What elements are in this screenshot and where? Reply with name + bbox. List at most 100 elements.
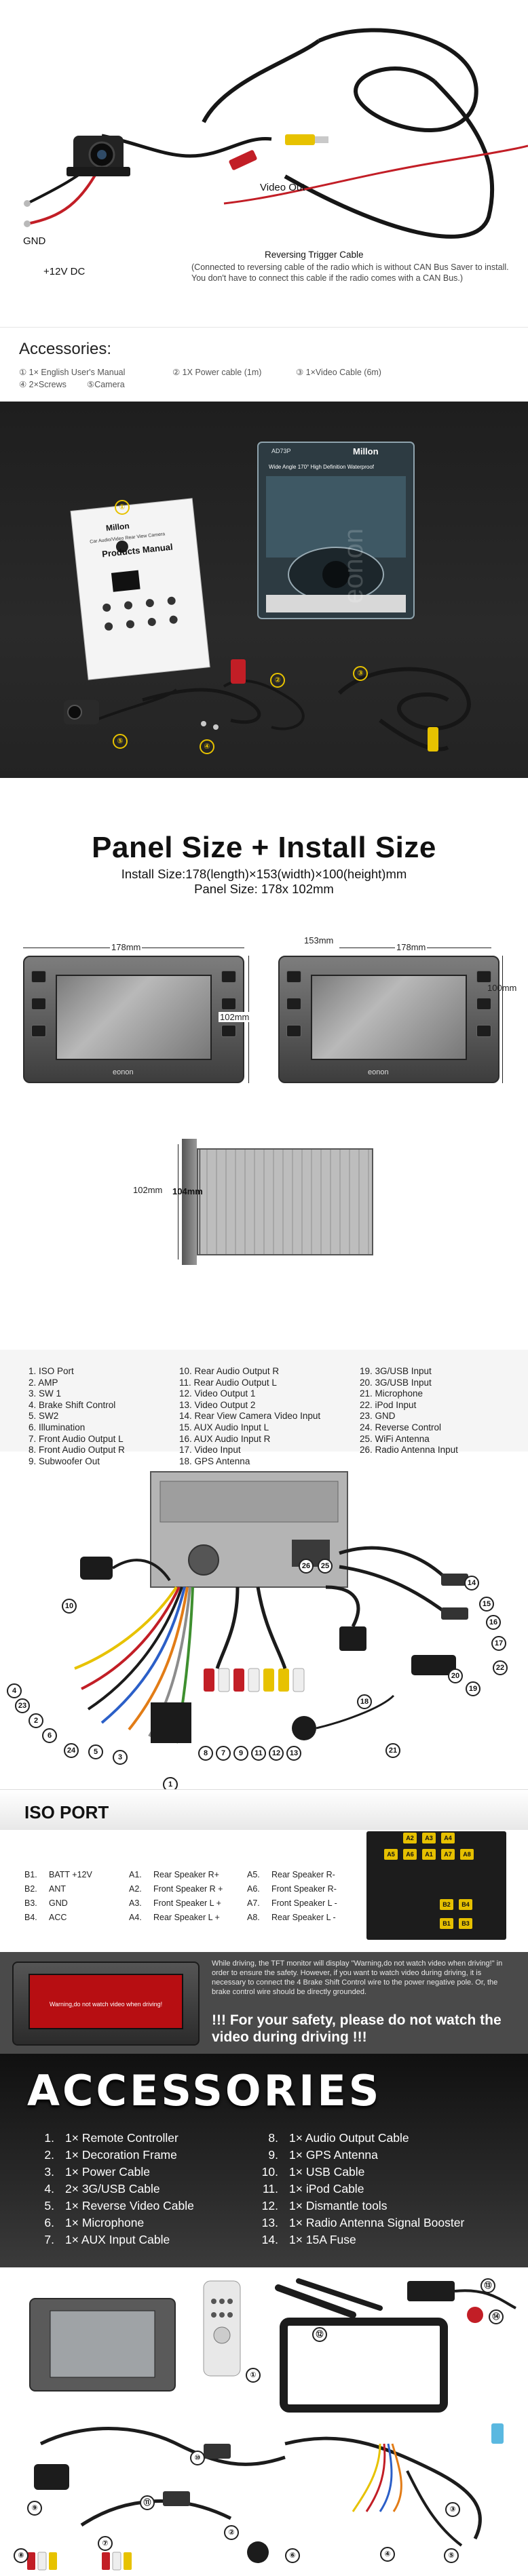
port-item: 21. Microphone bbox=[360, 1388, 423, 1399]
unit-screen bbox=[56, 975, 212, 1060]
accessory-marker-11: ⑪ bbox=[140, 2495, 155, 2510]
video-out-label: Video Out bbox=[260, 182, 305, 193]
accessory-item: ④ 2×Screws bbox=[19, 380, 67, 389]
unit-button bbox=[476, 1025, 491, 1037]
port-item: 7. Front Audio Output L bbox=[29, 1433, 124, 1444]
ports-section: 1. ISO Port 2. AMP 3. SW 1 4. Brake Shif… bbox=[0, 1350, 528, 1792]
accessories-heading: Accessories: bbox=[19, 340, 112, 358]
callout-17: 17 bbox=[491, 1636, 506, 1651]
accessory-row: 13.1× Radio Antenna Signal Booster bbox=[261, 2216, 465, 2229]
dim-178-b: 178mm bbox=[395, 942, 428, 952]
pin-label: A2 bbox=[403, 1833, 417, 1843]
accessories-section: ACCESSORIES 1.1× Remote Controller 2.1× … bbox=[0, 2054, 528, 2267]
port-item: 24. Reverse Control bbox=[360, 1422, 442, 1432]
port-item: 3. SW 1 bbox=[29, 1388, 62, 1399]
unit-button bbox=[476, 998, 491, 1010]
accessory-row: 11.1× iPod Cable bbox=[262, 2182, 364, 2196]
accessory-item: ① 1× English User's Manual bbox=[19, 368, 126, 377]
pin-label: B4 bbox=[459, 1899, 472, 1910]
port-item: 10. Rear Audio Output R bbox=[179, 1366, 280, 1376]
port-item: 25. WiFi Antenna bbox=[360, 1433, 430, 1444]
iso-port-section: ISO PORT B1.BATT +12V B2.ANT B3.GND B4.A… bbox=[0, 1789, 528, 1952]
accessory-row: 3.1× Power Cable bbox=[44, 2165, 151, 2179]
accessory-marker-10: ⑩ bbox=[190, 2451, 205, 2465]
accessories-photo: ① ② ③ ④ ⑤ ⑥ ⑦ ⑧ ⑨ ⑩ ⑪ ⑫ ⑬ ⑭ bbox=[0, 2267, 528, 2576]
port-item: 18. GPS Antenna bbox=[179, 1456, 250, 1466]
accessories-list-small: Accessories: ① 1× English User's Manual … bbox=[0, 327, 528, 402]
callout-22: 22 bbox=[493, 1660, 508, 1675]
gnd-label: GND bbox=[23, 235, 46, 247]
dim-102: 102mm bbox=[219, 1012, 251, 1022]
accessory-item: ⑤Camera bbox=[87, 380, 125, 389]
accessory-row: 1.1× Remote Controller bbox=[44, 2131, 178, 2145]
front-unit-2: eonon bbox=[278, 956, 499, 1083]
port-list: 1. ISO Port 2. AMP 3. SW 1 4. Brake Shif… bbox=[0, 1350, 528, 1466]
iso-a-row: A8.Rear Speaker L - bbox=[247, 1913, 336, 1922]
pin-label: A1 bbox=[422, 1849, 436, 1860]
port-item: 9. Subwoofer Out bbox=[29, 1456, 100, 1466]
pin-label: B1 bbox=[440, 1918, 453, 1929]
marker-1: ① bbox=[115, 500, 130, 515]
warning-description: While driving, the TFT monitor will disp… bbox=[212, 1959, 503, 1996]
accessory-item: ③ 1×Video Cable (6m) bbox=[296, 368, 381, 377]
pin-label: A6 bbox=[403, 1849, 417, 1860]
dim-line-100 bbox=[502, 956, 503, 1083]
dim-178-a: 178mm bbox=[110, 942, 143, 952]
callout-6: 6 bbox=[42, 1728, 57, 1743]
dim-100: 100mm bbox=[487, 983, 517, 993]
port-item: 15. AUX Audio Input L bbox=[179, 1422, 269, 1432]
port-item: 22. iPod Input bbox=[360, 1399, 417, 1410]
port-item: 13. Video Output 2 bbox=[179, 1399, 256, 1410]
pin-label: A7 bbox=[441, 1849, 455, 1860]
accessory-marker-14: ⑭ bbox=[489, 2309, 504, 2324]
side-front-panel bbox=[182, 1139, 197, 1265]
accessory-row: 2.1× Decoration Frame bbox=[44, 2148, 177, 2162]
callout-9: 9 bbox=[233, 1746, 248, 1761]
callout-24: 24 bbox=[64, 1743, 79, 1758]
port-column-1: 1. ISO Port 2. AMP 3. SW 1 4. Brake Shif… bbox=[29, 1366, 125, 1467]
port-item: 4. Brake Shift Control bbox=[29, 1399, 116, 1410]
panel-size-section: Panel Size + Install Size Install Size:1… bbox=[0, 778, 528, 1350]
callout-7: 7 bbox=[216, 1746, 231, 1761]
dim-102-side: 102mm bbox=[132, 1185, 164, 1195]
port-item: 20. 3G/USB Input bbox=[360, 1377, 432, 1388]
safety-warning-section: Warning,do not watch video when driving!… bbox=[0, 1952, 528, 2054]
port-item: 1. ISO Port bbox=[29, 1366, 74, 1376]
callout-26: 26 bbox=[299, 1559, 314, 1574]
callout-18: 18 bbox=[357, 1694, 372, 1709]
panel-size-title: Panel Size + Install Size bbox=[92, 831, 436, 864]
port-item: 6. Illumination bbox=[29, 1422, 86, 1432]
warning-unit-image: Warning,do not watch video when driving! bbox=[12, 1962, 200, 2046]
port-item: 23. GND bbox=[360, 1411, 396, 1422]
warning-screen: Warning,do not watch video when driving! bbox=[29, 1974, 183, 2029]
wiring-harness-drawing bbox=[74, 1471, 468, 1744]
port-item: 2. AMP bbox=[29, 1377, 58, 1388]
port-item: 11. Rear Audio Output L bbox=[179, 1377, 277, 1388]
callout-19: 19 bbox=[466, 1681, 480, 1696]
unit-brand: eonon bbox=[113, 1068, 134, 1076]
dim-104: 104mm bbox=[172, 1186, 203, 1196]
accessory-marker-6: ⑥ bbox=[285, 2548, 300, 2563]
box-code: AD73P bbox=[271, 448, 291, 454]
unit-button bbox=[286, 1025, 301, 1037]
port-column-2: 10. Rear Audio Output R 11. Rear Audio O… bbox=[179, 1366, 320, 1467]
iso-a-row: A2.Front Speaker R + bbox=[129, 1884, 223, 1894]
callout-3: 3 bbox=[113, 1750, 128, 1765]
accessories-column-1: 1.1× Remote Controller 2.1× Decoration F… bbox=[27, 2130, 193, 2248]
iso-a-row: A7.Front Speaker L - bbox=[247, 1898, 337, 1908]
pin-label: A4 bbox=[441, 1833, 455, 1843]
iso-a-row: A3.Front Speaker L + bbox=[129, 1898, 221, 1908]
accessory-marker-1: ① bbox=[246, 2368, 261, 2383]
camera-kit-photo: Millon Products Manual Car Audio/Video R… bbox=[0, 402, 528, 778]
accessory-row: 4.2× 3G/USB Cable bbox=[44, 2182, 160, 2196]
accessory-marker-3: ③ bbox=[445, 2502, 460, 2517]
iso-a-row: A4.Rear Speaker L + bbox=[129, 1913, 220, 1922]
accessories-title: ACCESSORIES bbox=[27, 2066, 382, 2115]
iso-a-column-2: A5.Rear Speaker R- A6.Front Speaker R- A… bbox=[247, 1868, 337, 1925]
callout-23: 23 bbox=[15, 1698, 30, 1713]
unit-button bbox=[221, 1025, 236, 1037]
watermark: eonon bbox=[339, 528, 369, 604]
iso-connector: A2 A3 A4 A5 A6 A1 A7 A8 B2 B4 B1 B3 bbox=[366, 1831, 506, 1940]
warning-headline: !!! For your safety, please do not watch… bbox=[212, 2012, 502, 2045]
marker-2: ② bbox=[270, 673, 285, 688]
